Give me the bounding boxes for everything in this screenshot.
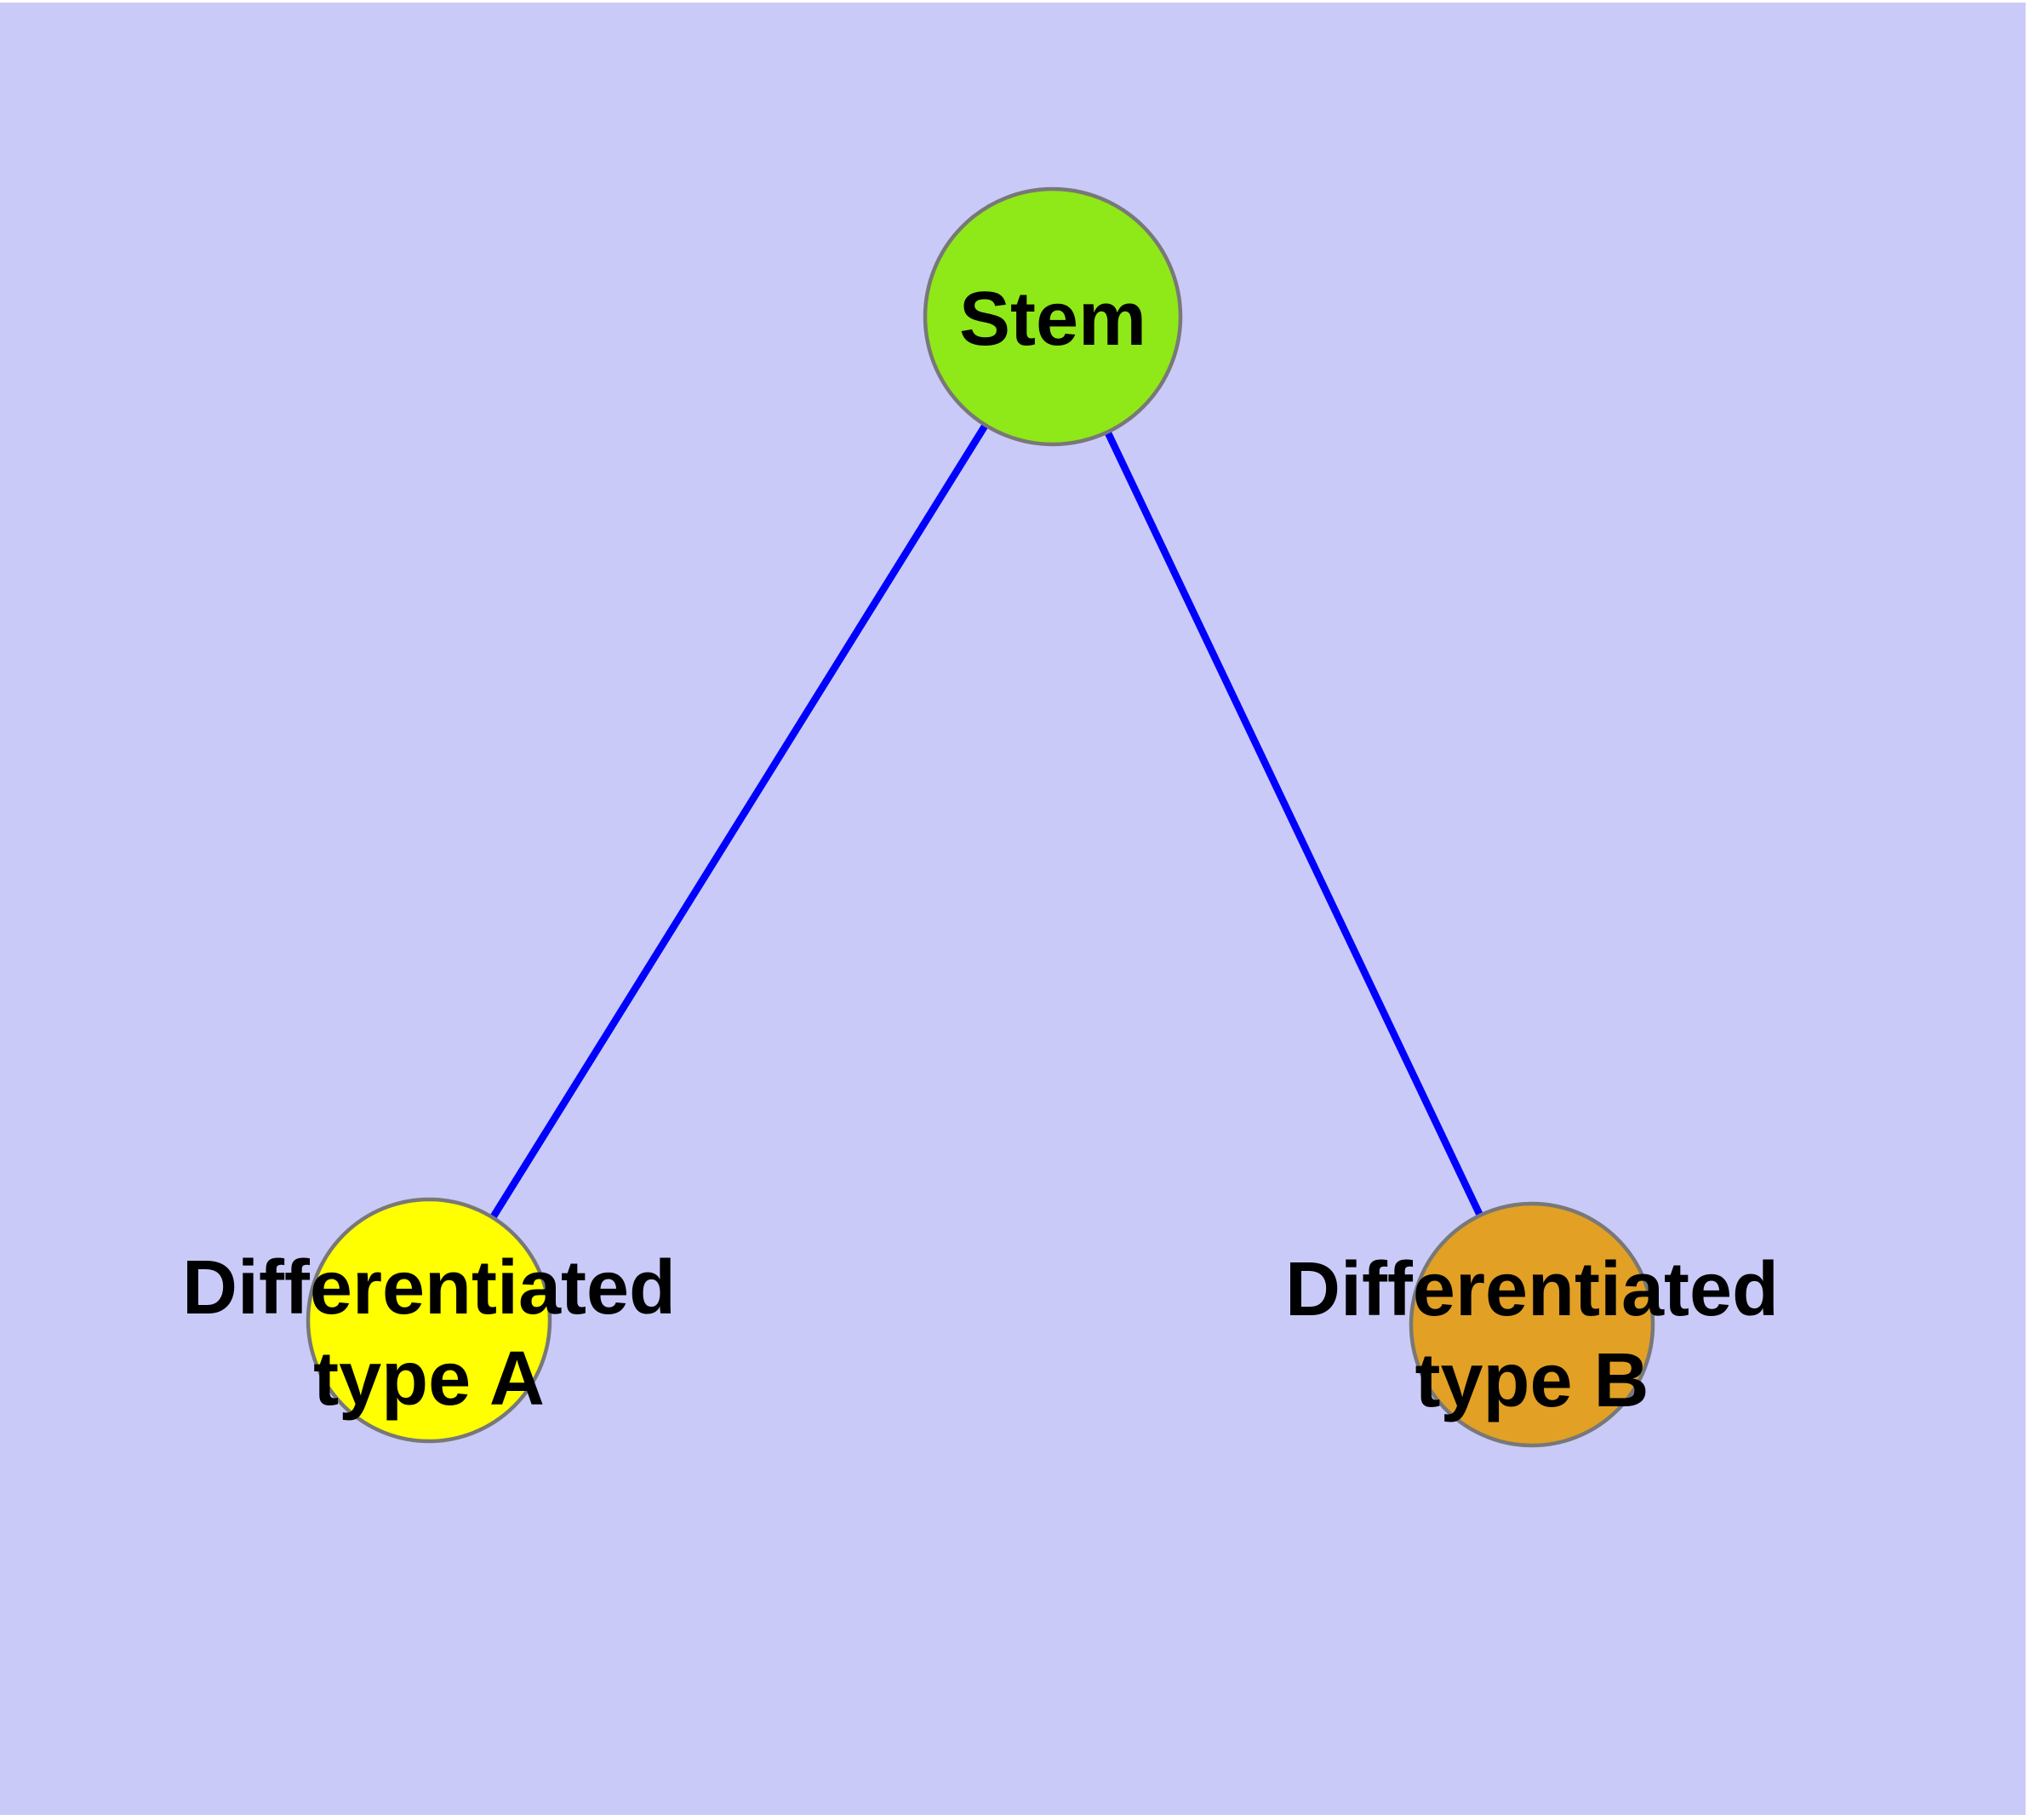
node-type-a-label-line1: Differentiated <box>182 1245 676 1331</box>
node-type-a-circle <box>306 1197 552 1444</box>
node-layer <box>306 186 1655 1448</box>
node-stem-circle <box>923 186 1183 447</box>
node-stem-label: Stem <box>959 277 1146 362</box>
node-type-b-circle <box>1409 1201 1655 1448</box>
node-type-b-label-line2: type B <box>1415 1338 1649 1423</box>
edge-stem-to-type-a <box>426 314 1056 1323</box>
edge-layer <box>426 314 1535 1326</box>
label-layer: Stem Differentiated type A Differentiate… <box>182 277 1779 1423</box>
edge-stem-to-type-b <box>1049 315 1535 1326</box>
node-type-b-label-line1: Differentiated <box>1285 1247 1779 1332</box>
node-type-a-label-line2: type A <box>313 1336 545 1422</box>
